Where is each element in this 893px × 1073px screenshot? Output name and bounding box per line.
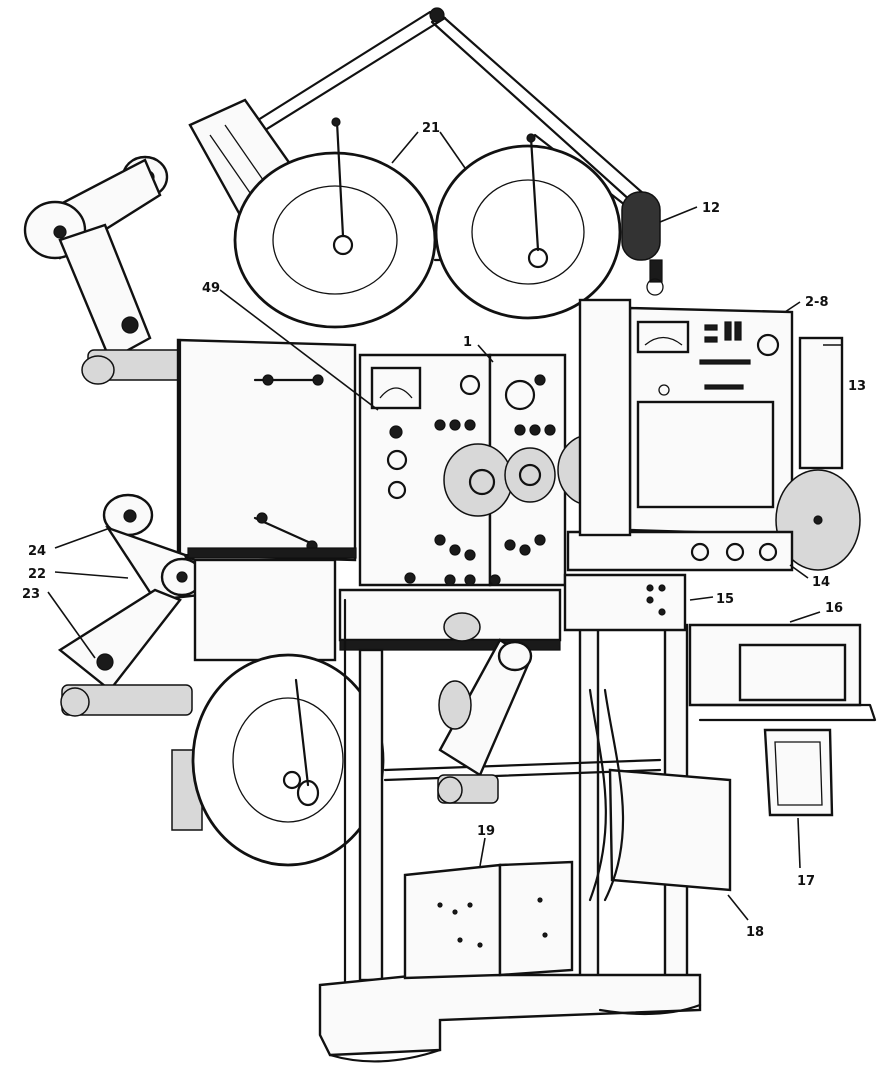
right-control-box	[566, 298, 861, 572]
leader-lines	[47, 131, 843, 921]
callout-22: 22	[28, 567, 46, 582]
callout-2-8: 2-8	[805, 295, 829, 310]
callout-14: 14	[812, 575, 830, 590]
callout-15: 15	[716, 592, 734, 607]
callout-21: 21	[422, 121, 440, 136]
upper-reels	[233, 117, 622, 329]
left-cabinet	[176, 338, 357, 562]
callout-13: 13	[848, 379, 866, 394]
callout-12: 12	[702, 201, 720, 216]
callout-16: 16	[825, 601, 843, 616]
lower-swing-arm	[437, 612, 533, 804]
callout-1: 1	[463, 335, 472, 350]
callout-17: 17	[797, 874, 815, 889]
upper-roller-arm	[23, 155, 184, 385]
lower-roller-arm	[57, 493, 337, 717]
side-module	[798, 336, 844, 470]
callout-19: 19	[477, 824, 495, 839]
callout-23: 23	[22, 587, 40, 602]
callout-24: 24	[28, 544, 46, 559]
lower-boxes	[403, 688, 732, 980]
lamp-head	[621, 191, 661, 261]
upper-reel-right	[434, 144, 622, 320]
side-tray	[688, 623, 877, 817]
drawer-panel	[763, 728, 834, 817]
lower-reel	[171, 653, 385, 867]
callout-49: 49	[202, 281, 220, 296]
frame	[318, 588, 702, 1063]
callout-labels: 21 12 49 1 2-8 13 24 22 23 14 15 16 17 1…	[22, 121, 866, 940]
callout-18: 18	[746, 925, 764, 940]
switch-box	[563, 573, 687, 632]
